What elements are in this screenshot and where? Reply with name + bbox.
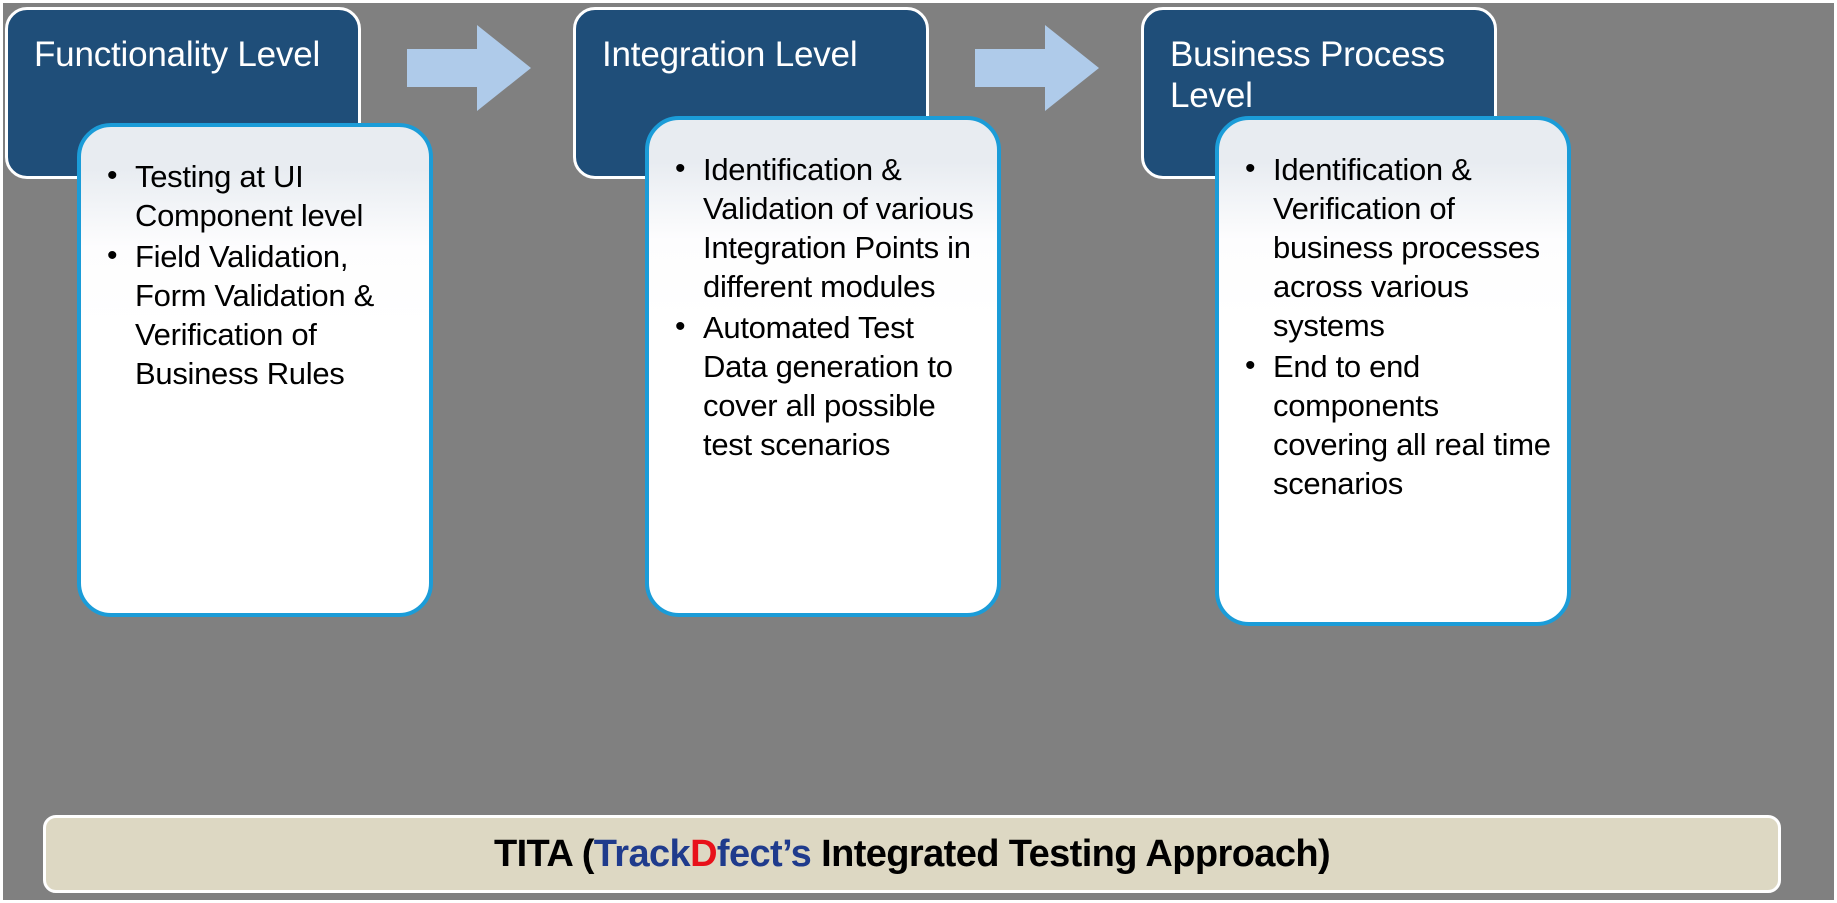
stage-card-integration-level: Identification & Validation of various I…	[645, 116, 1001, 617]
bullet-list: Testing at UI Component level Field Vali…	[81, 127, 429, 393]
list-item: End to end components covering all real …	[1245, 346, 1553, 503]
list-item: Field Validation, Form Validation & Veri…	[107, 236, 415, 393]
list-item: Identification & Verification of busines…	[1245, 149, 1553, 345]
stage-header-label: Functionality Level	[34, 35, 321, 74]
list-item: Testing at UI Component level	[107, 156, 415, 235]
banner-prefix: TITA (	[493, 832, 594, 875]
tita-banner-text: TITA (TrackDfect’s Integrated Testing Ap…	[493, 832, 1331, 876]
list-item: Identification & Validation of various I…	[675, 149, 983, 306]
arrow-right-icon-stage1-to-stage2	[407, 25, 531, 111]
brand-fects: fect’s	[716, 832, 812, 875]
tita-banner: TITA (TrackDfect’s Integrated Testing Ap…	[43, 815, 1781, 893]
brand-track: Track	[593, 832, 691, 875]
bullet-list: Identification & Validation of various I…	[649, 120, 997, 464]
banner-suffix: Integrated Testing Approach)	[811, 832, 1331, 875]
bullet-list: Identification & Verification of busines…	[1219, 120, 1567, 503]
stage-header-label: Business Process Level	[1170, 35, 1445, 116]
arrow-right-icon-stage2-to-stage3	[975, 25, 1099, 111]
stage-header-label: Integration Level	[602, 35, 858, 74]
brand-d-highlight: D	[690, 832, 717, 875]
stage-card-business-process-level: Identification & Verification of busines…	[1215, 116, 1571, 626]
list-item: Automated Test Data generation to cover …	[675, 307, 983, 464]
stage-card-functionality-level: Testing at UI Component level Field Vali…	[77, 123, 433, 617]
